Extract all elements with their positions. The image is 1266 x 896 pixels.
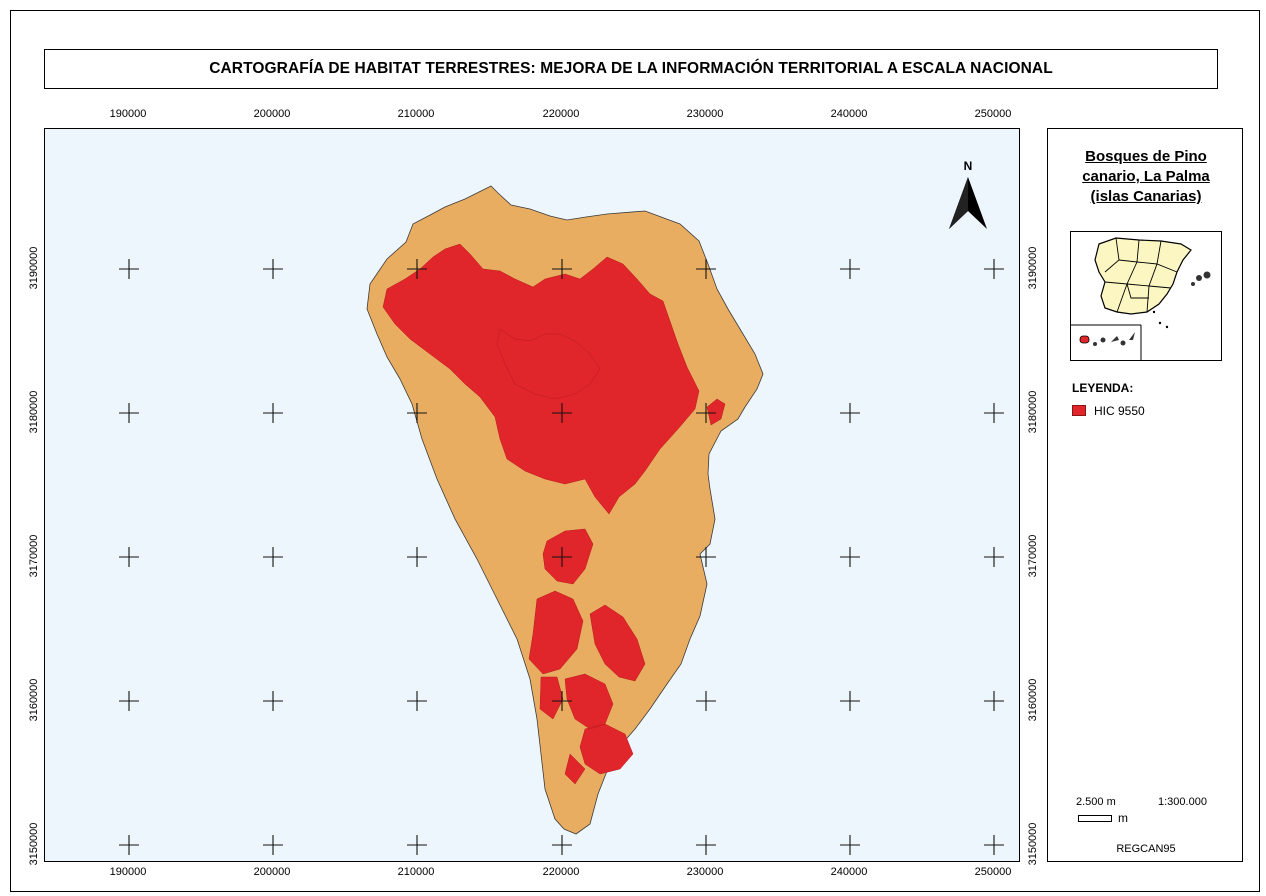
north-arrow-icon (949, 177, 987, 229)
spain-locator-map (1071, 237, 1211, 360)
x-tick-top: 210000 (397, 108, 435, 120)
projection-label: REGCAN95 (1116, 843, 1176, 855)
y-tick-right: 3170000 (1027, 534, 1039, 578)
scale-distance: 2.500 m (1076, 796, 1116, 808)
legend-title: Bosques de Pino canario, La Palma (islas… (1048, 147, 1244, 207)
y-tick-left: 3150000 (28, 822, 40, 866)
legend-title-line: canario, La Palma (1082, 168, 1210, 185)
x-tick-bottom: 200000 (253, 866, 291, 878)
x-tick-top: 250000 (974, 108, 1012, 120)
legend-title-line: Bosques de Pino (1085, 148, 1207, 165)
habitat-hic-9550-central (528, 528, 646, 785)
y-tick-left: 3160000 (28, 678, 40, 722)
x-tick-top: 220000 (542, 108, 580, 120)
grid-cross-row (119, 547, 1004, 567)
scale-ratio: 1:300.000 (1158, 796, 1207, 808)
grid-cross-row (119, 835, 1004, 855)
y-tick-left: 3180000 (28, 390, 40, 434)
x-tick-top: 200000 (253, 108, 291, 120)
y-tick-right: 3190000 (1027, 246, 1039, 290)
legend-item-label: HIC 9550 (1094, 404, 1145, 418)
locator-inset-map (1070, 231, 1222, 361)
y-tick-right: 3150000 (1027, 822, 1039, 866)
x-tick-bottom: 240000 (830, 866, 868, 878)
canary-islands (1079, 332, 1135, 346)
legend-heading: LEYENDA: (1072, 381, 1134, 395)
x-tick-bottom: 190000 (109, 866, 147, 878)
x-tick-top: 240000 (830, 108, 868, 120)
legend-title-line: (islas Canarias) (1090, 188, 1202, 205)
scale-bar (1078, 815, 1112, 822)
north-arrow: N (945, 159, 991, 234)
legend-panel: Bosques de Pino canario, La Palma (islas… (1047, 128, 1243, 862)
iberian-peninsula (1094, 237, 1192, 315)
grid-crosses (119, 259, 1004, 855)
region-borders (1104, 237, 1178, 313)
outer-frame (10, 10, 1260, 892)
habitat-hic-9550-north (382, 243, 700, 515)
x-tick-top: 190000 (109, 108, 147, 120)
y-tick-right: 3180000 (1027, 390, 1039, 434)
y-tick-left: 3170000 (28, 534, 40, 578)
x-tick-bottom: 220000 (542, 866, 580, 878)
grid-cross-row (119, 403, 1004, 423)
balearic-islands (1191, 271, 1211, 286)
north-label: N (963, 159, 973, 173)
x-tick-bottom: 250000 (974, 866, 1012, 878)
map-title: CARTOGRAFÍA DE HABITAT TERRESTRES: MEJOR… (44, 49, 1218, 89)
y-tick-right: 3160000 (1027, 678, 1039, 722)
habitat-hic-9550-patch (706, 398, 726, 426)
x-tick-top: 230000 (686, 108, 724, 120)
map-frame[interactable]: N (44, 128, 1020, 862)
y-tick-left: 3190000 (28, 246, 40, 290)
x-tick-bottom: 230000 (686, 866, 724, 878)
legend-swatch-hic-9550 (1072, 405, 1086, 416)
grid-cross-row (119, 691, 1004, 711)
x-tick-bottom: 210000 (397, 866, 435, 878)
map-title-text: CARTOGRAFÍA DE HABITAT TERRESTRES: MEJOR… (209, 60, 1053, 77)
grid-cross-row (119, 259, 1004, 279)
map-canvas (119, 185, 1004, 855)
scale-unit: m (1118, 811, 1128, 825)
